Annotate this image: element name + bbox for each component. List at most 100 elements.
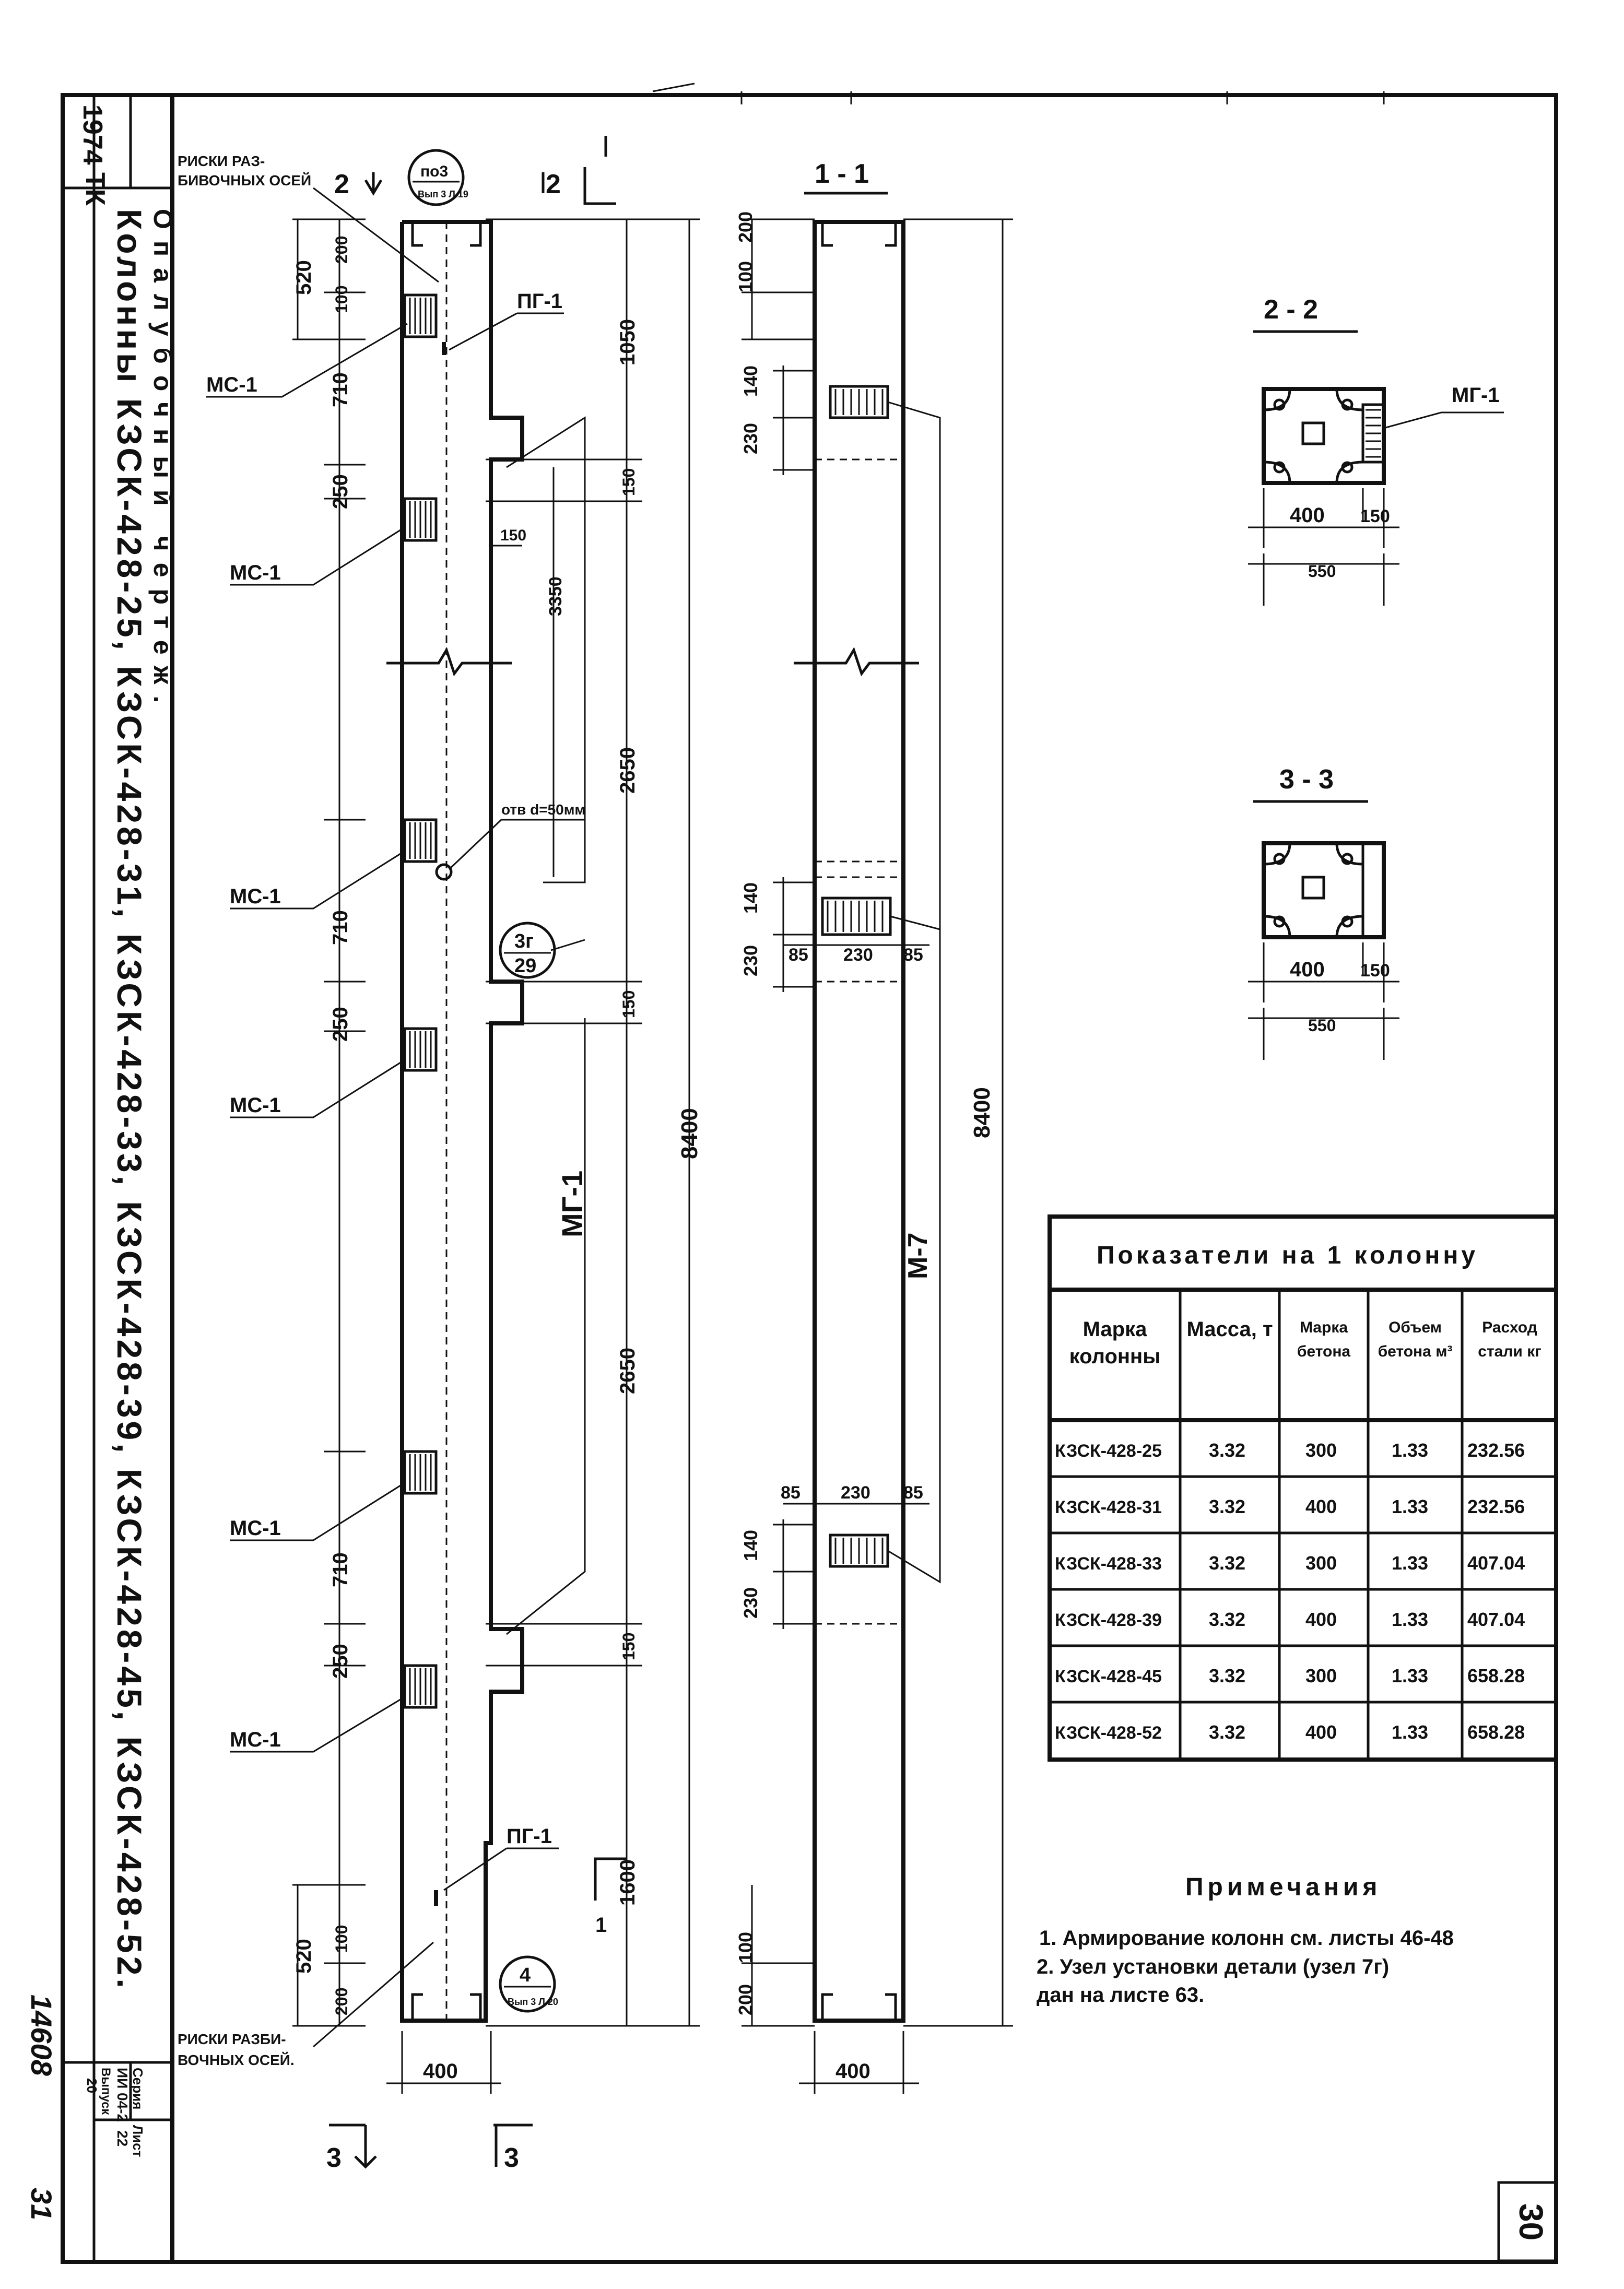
svg-text:3г: 3г [514, 930, 534, 952]
s2-dim-400: 400 [1290, 504, 1325, 527]
table-cell: 1.33 [1392, 1721, 1428, 1743]
dim-100-top: 100 [332, 286, 351, 313]
table-cell: 300 [1305, 1665, 1337, 1686]
s1-dim-230-b: 230 [740, 945, 761, 976]
stamp-vypusk-label: Выпуск [99, 2068, 113, 2115]
mc-label-6: МС-1 [230, 1728, 281, 1751]
stamp-seria-label: Серия [130, 2068, 146, 2109]
header-marka-betona: Марка бетона [1297, 1319, 1351, 1360]
table-cell: КЗСК-428-39 [1055, 1610, 1162, 1630]
s1-dim-140-b: 140 [740, 882, 761, 914]
table-cell: 658.28 [1467, 1665, 1525, 1686]
table-cell: 1.33 [1392, 1665, 1428, 1686]
header-obem-betona: Объем бетона м³ [1378, 1319, 1453, 1360]
dim-2650-b: 2650 [616, 1348, 639, 1394]
table-cell: КЗСК-428-31 [1055, 1497, 1162, 1517]
table-cell: 658.28 [1467, 1721, 1525, 1743]
s2-dim-150: 150 [1360, 506, 1390, 526]
s1-dim-140-a: 140 [740, 365, 761, 397]
svg-text:29: 29 [514, 955, 536, 977]
dim-150-small: 150 [500, 527, 526, 544]
section-cut-1-bottom: 1 [595, 1914, 607, 1937]
sheet-number: 30 [1512, 2203, 1550, 2240]
s1-dim-200-bottom: 200 [735, 1984, 756, 2015]
table-cell: 1.33 [1392, 1552, 1428, 1574]
stamp-org: ТК [80, 172, 110, 206]
section-2-part: МГ-1 [1452, 384, 1500, 407]
pg-label-bottom: ПГ-1 [507, 1825, 552, 1848]
table-cell: КЗСК-428-25 [1055, 1441, 1162, 1461]
table-cell: КЗСК-428-52 [1055, 1723, 1162, 1743]
s1-dim-100-top: 100 [735, 261, 756, 292]
table-cell: 3.32 [1209, 1665, 1245, 1686]
table-cell: 300 [1305, 1552, 1337, 1574]
column-elevation: 2 2 1 3 3 [292, 136, 700, 2173]
dim-710-a: 710 [329, 372, 352, 407]
risk-bottom-label-2: ВОЧНЫХ ОСЕЙ. [178, 2051, 295, 2068]
dim-100-bottom: 100 [332, 1925, 351, 1953]
mc-label-4: МС-1 [230, 1094, 281, 1117]
risk-top-label-2: БИВОЧНЫХ ОСЕЙ [178, 172, 311, 188]
note-2: 2. Узел установки детали (узел 7г) дан н… [1037, 1955, 1390, 2007]
stamp-title: Колонны КЗСК-428-25, КЗСК-428-31, КЗСК-4… [110, 209, 149, 1991]
s1-dim-85-b: 85 [903, 945, 923, 965]
s1-dim-230-a: 230 [740, 423, 761, 454]
pg-label-top: ПГ-1 [517, 290, 562, 313]
mc-label-3: МС-1 [230, 885, 281, 908]
dim-200-bottom: 200 [332, 1988, 351, 2015]
table-cell: 3.32 [1209, 1496, 1245, 1517]
svg-text:по3: по3 [420, 163, 448, 180]
dim-250-c: 250 [329, 1644, 352, 1679]
table-cell: 1.33 [1392, 1496, 1428, 1517]
s1-dim-230-mid-b: 230 [841, 1483, 870, 1503]
section-2-drawing [1262, 387, 1504, 485]
stamp-list-label: Лист [130, 2125, 146, 2157]
table-cell: 400 [1305, 1721, 1337, 1743]
section-cut-3-left: 3 [326, 2143, 342, 2173]
section-cut-2-left: 2 [334, 169, 349, 199]
header-marka: Марка колонны [1069, 1318, 1161, 1368]
table-cell: 1.33 [1392, 1440, 1428, 1461]
s1-dim-8400: 8400 [969, 1087, 995, 1138]
stamp-year: 1974 [77, 104, 108, 165]
sheet-frame [61, 93, 1558, 2264]
header-massa: Масса, т [1186, 1318, 1273, 1341]
dim-150-b: 150 [619, 990, 638, 1018]
stamp-seria-value: ИИ 04-2 [114, 2068, 131, 2122]
archive-number: 14608 [25, 1995, 58, 2076]
mg-long-label: МГ-1 [556, 1171, 589, 1237]
dim-400-elev: 400 [423, 2060, 458, 2083]
risk-top-label: РИСКИ РАЗ- [178, 153, 265, 169]
dim-520-top: 520 [292, 260, 315, 295]
table-cell: 400 [1305, 1496, 1337, 1517]
s1-dim-85-d: 85 [903, 1483, 923, 1503]
mc-label-5: МС-1 [230, 1517, 281, 1540]
stamp-list-value: 22 [114, 2130, 131, 2146]
s2-dim-550: 550 [1308, 562, 1336, 581]
section-cut-3-right: 3 [504, 2143, 519, 2173]
dim-1600: 1600 [616, 1859, 639, 1906]
s3-dim-400: 400 [1290, 958, 1325, 981]
svg-text:Вып 3 Л.19: Вып 3 Л.19 [418, 189, 468, 199]
dim-250-b: 250 [329, 1007, 352, 1042]
s1-dim-85-c: 85 [781, 1483, 801, 1503]
table-cell: 232.56 [1467, 1496, 1525, 1517]
table-cell: 300 [1305, 1440, 1337, 1461]
indicators-table: Показатели на 1 колонну [1048, 1214, 1558, 1762]
dim-520-bottom: 520 [292, 1939, 315, 1974]
table-cell: 232.56 [1467, 1440, 1525, 1461]
section-1-column [794, 220, 941, 2023]
table-cell: 1.33 [1392, 1609, 1428, 1630]
s1-dim-200-top: 200 [735, 211, 756, 243]
svg-text:Вып 3 Л.20: Вып 3 Л.20 [508, 1997, 558, 2007]
section-2-label: 2 - 2 [1264, 294, 1318, 325]
callout-3g: 3г 29 [499, 922, 585, 979]
stamp-vypusk-value: 20 [84, 2078, 100, 2093]
table-cell: 3.32 [1209, 1552, 1245, 1574]
s1-rebar: М-7 [903, 1232, 933, 1279]
table-cell: КЗСК-428-33 [1055, 1554, 1162, 1574]
stamp-subtitle: Опалубочный чертеж. [148, 209, 178, 714]
svg-text:4: 4 [520, 1964, 531, 1986]
table-cell: 407.04 [1467, 1552, 1525, 1574]
